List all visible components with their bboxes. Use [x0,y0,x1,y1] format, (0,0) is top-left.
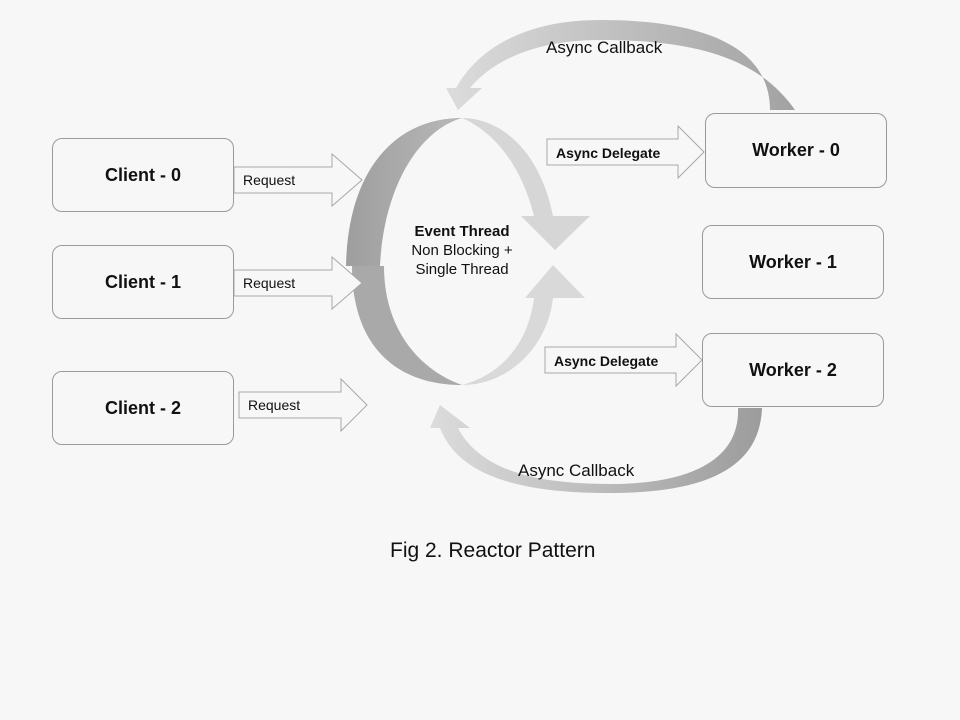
callback-label-top: Async Callback [546,38,663,57]
worker-label-1: Worker - 1 [749,251,837,272]
worker-box-2: Worker - 2 [702,333,884,407]
request-arrow-1 [233,255,363,311]
worker-box-1: Worker - 1 [702,225,884,299]
client-label-2: Client - 2 [104,397,181,418]
delegate-label-0: Async Delegate [556,145,661,161]
event-loop-ring-left-bottom [352,266,462,385]
delegate-arrow-2 [544,332,703,388]
worker-box-0: Worker - 0 [705,113,887,188]
event-loop-ring-right-bottom [462,265,585,385]
client-box-1: Client - 1 [52,245,234,319]
client-label-0: Client - 0 [104,164,181,185]
delegate-label-2: Async Delegate [554,353,659,369]
worker-label-0: Worker - 0 [752,140,840,160]
request-label-0: Request [243,172,296,188]
client-box-0: Client - 0 [52,138,234,212]
event-thread-label: Event Thread Non Blocking + Single Threa… [392,222,532,279]
event-thread-line2: Non Blocking + [411,242,513,259]
event-loop-ring-left-top [346,118,462,266]
request-arrow-2 [238,377,368,433]
request-label-2: Request [248,397,301,413]
delegate-arrow-0 [546,124,705,180]
event-thread-line3: Single Thread [415,261,509,278]
request-arrow-0 [233,152,363,208]
client-box-2: Client - 2 [52,371,234,445]
callback-label-bottom: Async Callback [518,461,635,480]
event-thread-title: Event Thread [414,223,510,240]
worker-label-2: Worker - 2 [749,359,837,380]
client-label-1: Client - 1 [104,271,181,292]
request-label-1: Request [243,275,296,291]
callback-arrow-top [446,20,795,110]
figure-caption: Fig 2. Reactor Pattern [390,539,596,562]
event-loop-ring-right-top [462,118,590,250]
